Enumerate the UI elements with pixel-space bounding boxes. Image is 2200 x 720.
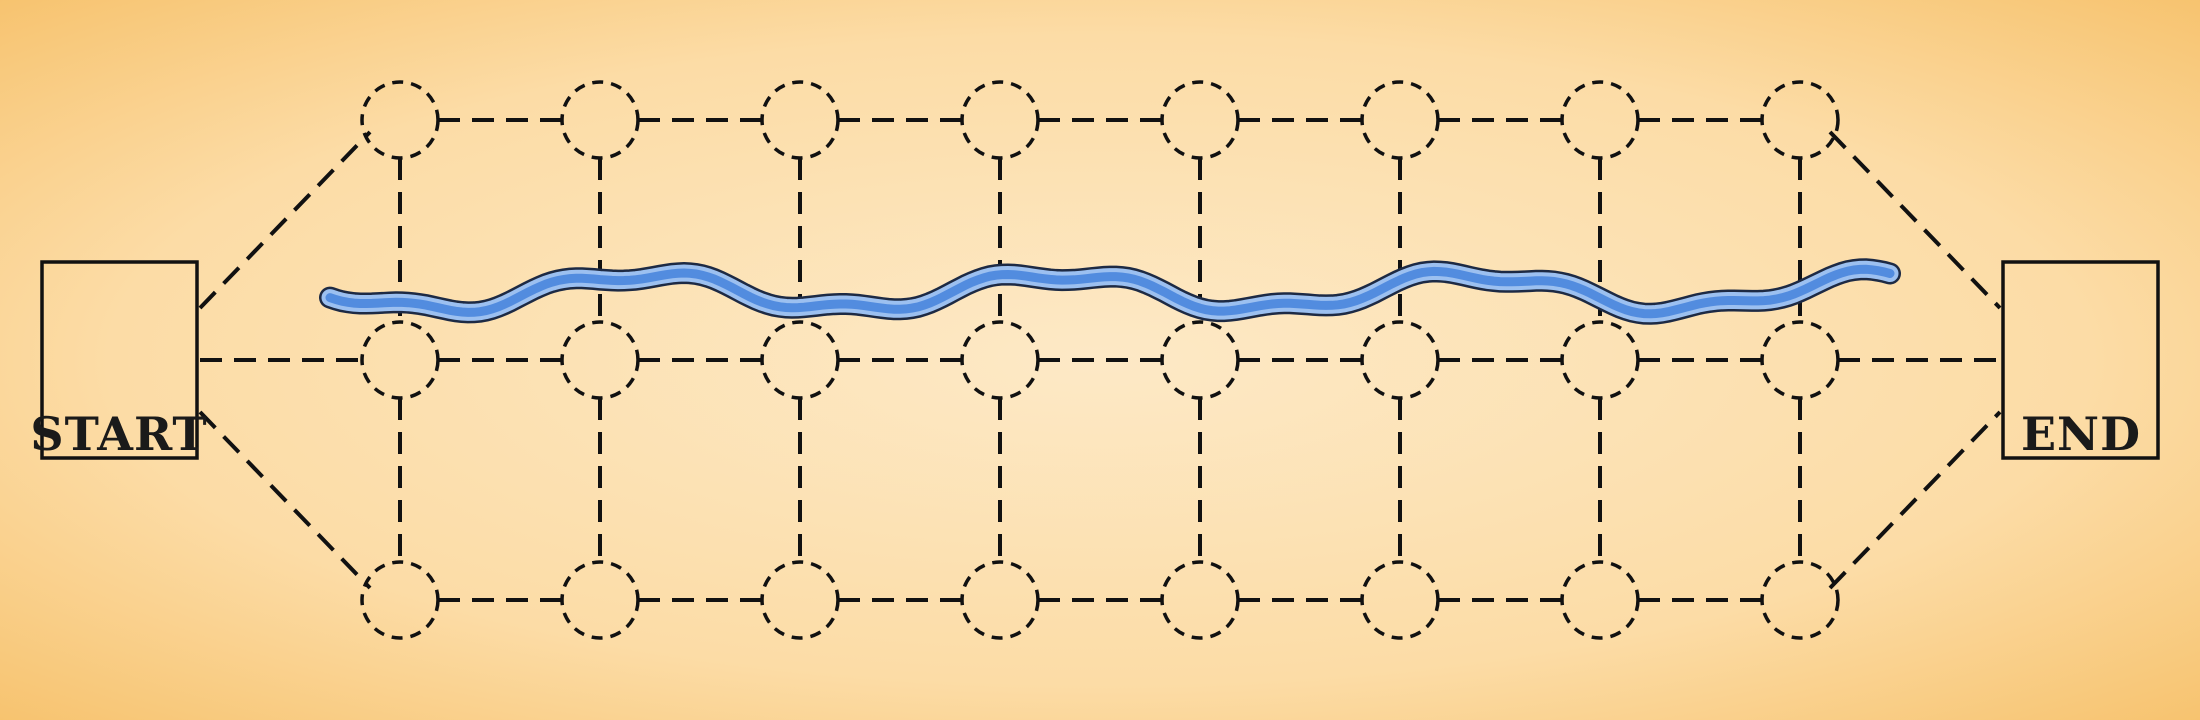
board-space[interactable] [1760,560,1840,640]
board-space[interactable] [960,560,1040,640]
board-space[interactable] [560,80,640,160]
board-space[interactable] [360,320,440,400]
edge-end-bottom [1828,410,2002,590]
river-water [325,264,1895,319]
edge-end-top [1828,130,2002,310]
path-edges [198,118,2002,602]
edge-start-top [198,130,372,310]
board-space[interactable] [1360,560,1440,640]
board-space[interactable] [360,80,440,160]
board-space[interactable] [560,320,640,400]
board-space[interactable] [1760,80,1840,160]
board-space[interactable] [1160,320,1240,400]
end-label: END [2021,407,2141,461]
board-space[interactable] [1360,320,1440,400]
board-space[interactable] [560,560,640,640]
board-space[interactable] [1160,80,1240,160]
board-space[interactable] [1360,80,1440,160]
board-space[interactable] [1560,560,1640,640]
end-box[interactable]: END [2001,260,2160,461]
edge-start-bottom [198,410,372,590]
board-nodes [360,80,1840,640]
start-box[interactable]: START [30,260,207,461]
board-space[interactable] [760,560,840,640]
board-space[interactable] [760,80,840,160]
start-label: START [30,407,207,461]
board-space[interactable] [1560,320,1640,400]
river [319,258,1901,325]
board-space[interactable] [360,560,440,640]
board-space[interactable] [1160,560,1240,640]
board-space[interactable] [1760,320,1840,400]
board-space[interactable] [760,320,840,400]
board-space[interactable] [960,320,1040,400]
board-space[interactable] [960,80,1040,160]
board-space[interactable] [1560,80,1640,160]
